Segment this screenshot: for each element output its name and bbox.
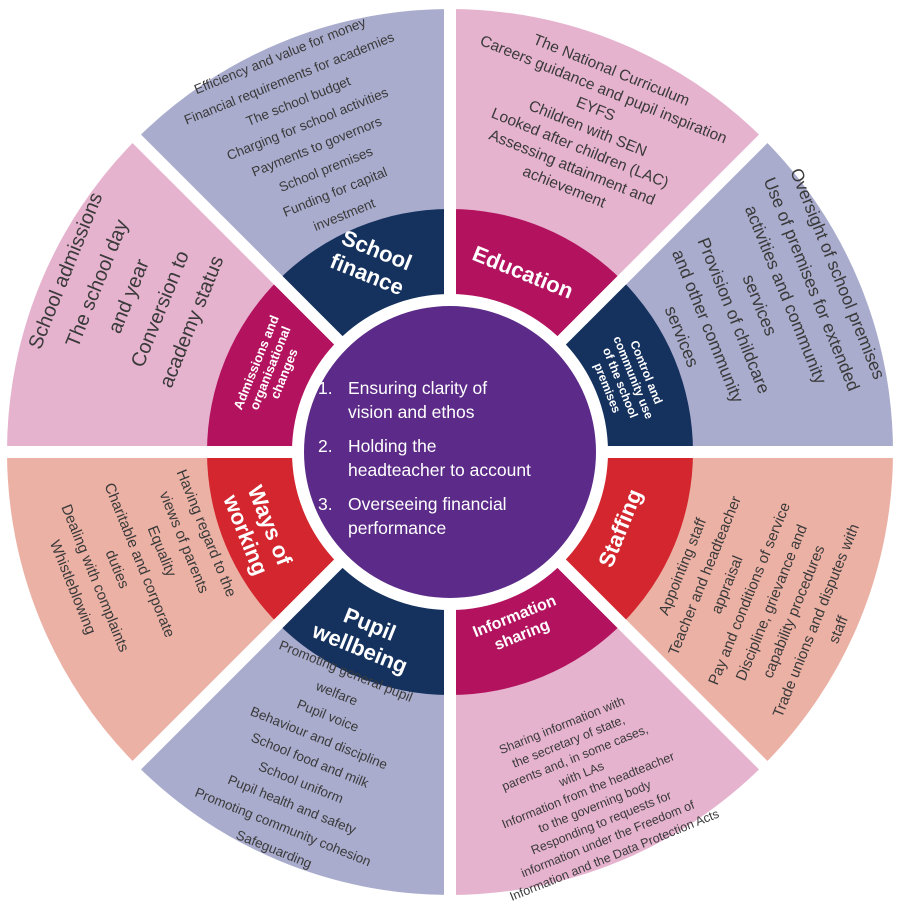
center-item-number: 2. <box>318 436 333 456</box>
center-item-number: 3. <box>318 494 333 514</box>
information-sharing-inner-segment <box>450 563 622 695</box>
center-item-line: Overseeing financial <box>348 494 507 514</box>
center-disc <box>304 306 596 598</box>
admissions-inner-segment <box>207 280 339 452</box>
school-finance-inner-segment <box>278 209 450 341</box>
center-item-number: 1. <box>318 378 333 398</box>
ways-of-working-inner-segment <box>207 452 339 624</box>
education-inner-segment <box>450 209 622 341</box>
center-item-line: vision and ethos <box>348 402 475 422</box>
center-item-line: Ensuring clarity of <box>348 378 487 398</box>
center-item-line: headteacher to account <box>348 460 531 480</box>
center-item-line: performance <box>348 518 446 538</box>
center-item-line: Holding the <box>348 436 437 456</box>
pupil-wellbeing-inner-segment <box>278 563 450 695</box>
center-circle: 1. Ensuring clarity of vision and ethos 2. H… <box>298 300 602 604</box>
staffing-inner-segment <box>561 452 693 624</box>
inner-ring <box>2 4 898 900</box>
control-community-use-inner-segment <box>561 280 693 452</box>
